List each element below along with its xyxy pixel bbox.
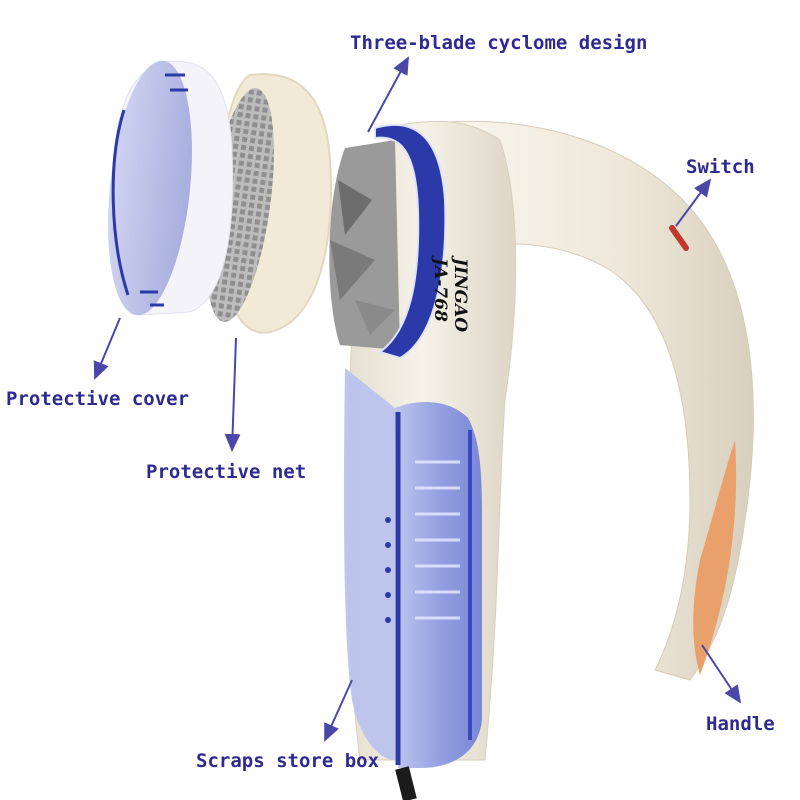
switch [669, 225, 689, 251]
arrow-handle [701, 644, 742, 704]
blade-head [329, 124, 447, 360]
power-cord [395, 766, 417, 800]
brand-marking: JINGAO JA-768 [430, 258, 470, 332]
model-number: JA-768 [430, 258, 450, 322]
label-scraps-store-box: Scraps store box [196, 750, 380, 772]
label-protective-net: Protective net [146, 461, 307, 483]
scraps-store-box [343, 368, 482, 768]
handle-grip-orange [693, 440, 737, 675]
arrow-cover [93, 317, 121, 380]
protective-cover [108, 60, 234, 316]
arrow-switch [675, 178, 712, 227]
label-three-blade-design: Three-blade cyclome design [350, 32, 648, 54]
arrow-net [224, 337, 241, 452]
label-switch: Switch [686, 156, 755, 178]
label-handle: Handle [706, 713, 775, 735]
label-protective-cover: Protective cover [6, 388, 190, 410]
brand-name: JINGAO [450, 258, 470, 333]
arrow-box [324, 679, 353, 742]
handle [419, 120, 754, 681]
arrow-blade [367, 56, 409, 133]
callout-arrows [93, 56, 742, 742]
